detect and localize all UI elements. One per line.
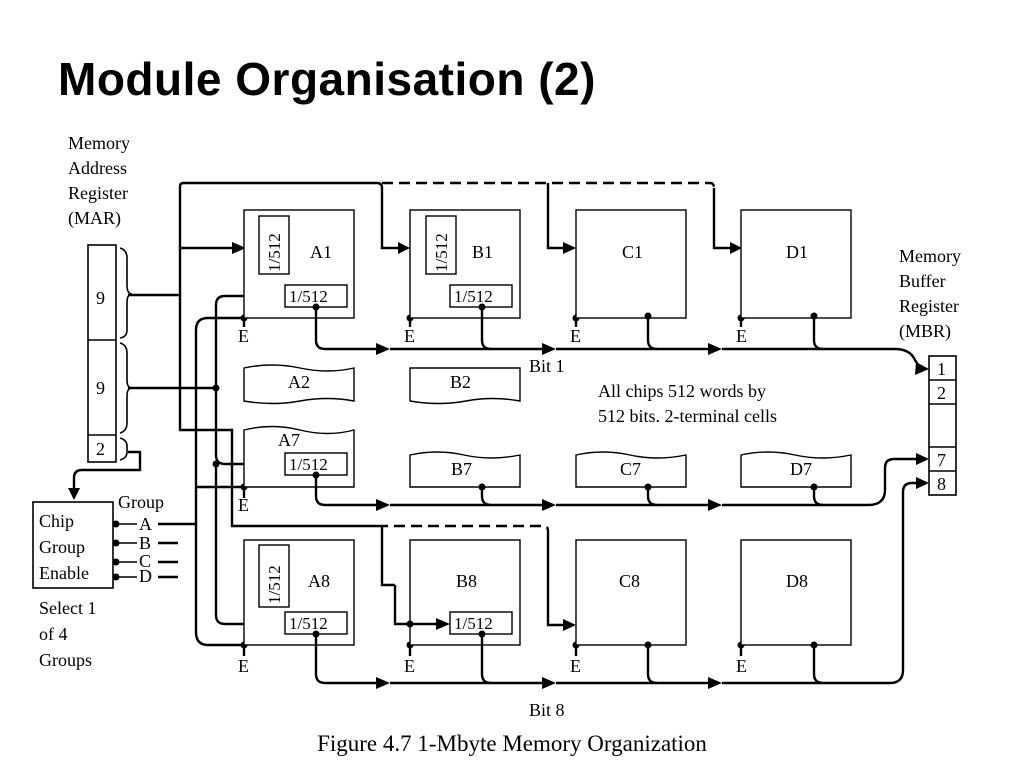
mar-field-group-bits: 2 — [96, 439, 105, 459]
chip-a2: A2 — [243, 364, 355, 405]
svg-text:E: E — [404, 656, 415, 676]
svg-text:1/512: 1/512 — [454, 614, 493, 633]
chip-c1: C1 — [575, 209, 687, 319]
svg-text:C1: C1 — [622, 242, 643, 262]
bit1-bus: Bit 1 — [312, 303, 929, 376]
svg-text:E: E — [238, 656, 249, 676]
mbr-bit-2: 2 — [937, 383, 946, 403]
chip-b7: B7 — [409, 451, 521, 488]
b8-decoder-input — [393, 585, 450, 630]
group-output-d: D — [139, 566, 152, 586]
svg-text:Register: Register — [68, 183, 128, 203]
svg-text:Select 1: Select 1 — [39, 598, 96, 618]
group-output-c: C — [139, 551, 151, 571]
group-label: Group — [118, 492, 164, 512]
chip-group-enable: Chip Group Enable Group A B C D Select 1… — [32, 450, 186, 670]
svg-text:A1: A1 — [310, 242, 332, 262]
mar-braces — [119, 247, 133, 461]
svg-text:B2: B2 — [450, 372, 471, 392]
mbr-bit-7: 7 — [937, 450, 946, 470]
chip-d7: D7 — [740, 451, 852, 488]
mbr-label: Memory Buffer Register (MBR) — [899, 246, 961, 342]
chip-b8: 1/512 B8 — [409, 539, 521, 646]
svg-text:All chips 512 words by: All chips 512 words by — [598, 381, 766, 401]
chip-b1: 1/512 1/512 B1 — [409, 209, 521, 319]
svg-text:E: E — [238, 495, 249, 515]
svg-text:1/512: 1/512 — [289, 455, 328, 474]
mbr-bit-8: 8 — [937, 474, 946, 494]
svg-text:Groups: Groups — [39, 650, 92, 670]
svg-text:Memory: Memory — [899, 246, 961, 266]
svg-text:B1: B1 — [472, 242, 493, 262]
svg-text:A2: A2 — [288, 372, 310, 392]
figure-caption: Figure 4.7 1-Mbyte Memory Organization — [317, 731, 707, 756]
chip-c8: C8 — [575, 539, 687, 646]
svg-text:Buffer: Buffer — [899, 271, 946, 291]
svg-text:B8: B8 — [456, 571, 477, 591]
bit8-bus: Bit 8 — [312, 477, 929, 720]
chip-a8: 1/512 1/512 A8 — [243, 539, 355, 646]
svg-text:E: E — [570, 656, 581, 676]
chip-a7: A7 1/512 — [243, 425, 355, 488]
svg-text:(MBR): (MBR) — [899, 321, 951, 342]
svg-text:512 bits. 2-terminal cells: 512 bits. 2-terminal cells — [598, 406, 777, 426]
enable-labels: E E E E E E E E E — [238, 326, 747, 676]
svg-text:D8: D8 — [786, 571, 808, 591]
svg-text:B7: B7 — [451, 459, 472, 479]
svg-text:1/512: 1/512 — [289, 614, 328, 633]
svg-text:Memory: Memory — [68, 133, 130, 153]
svg-text:1/512: 1/512 — [432, 233, 451, 272]
group-output-a: A — [139, 514, 152, 534]
chip-a1: 1/512 1/512 A1 — [243, 209, 355, 319]
mar-field-col-bits: 9 — [96, 378, 105, 398]
chip-note: All chips 512 words by 512 bits. 2-termi… — [598, 381, 777, 426]
svg-text:C7: C7 — [620, 459, 641, 479]
svg-text:C8: C8 — [619, 571, 640, 591]
chip-d8: D8 — [740, 539, 852, 646]
bit8-label: Bit 8 — [529, 700, 565, 720]
svg-text:1/512: 1/512 — [265, 233, 284, 272]
svg-text:(MAR): (MAR) — [68, 208, 121, 229]
memory-organization-diagram: Memory Address Register (MAR) 9 9 2 Memo… — [32, 133, 961, 720]
svg-text:1/512: 1/512 — [454, 287, 493, 306]
svg-text:Group: Group — [39, 537, 85, 557]
svg-text:1/512: 1/512 — [265, 565, 284, 604]
slide-title: Module Organisation (2) — [58, 53, 596, 105]
svg-text:Address: Address — [68, 158, 127, 178]
svg-text:E: E — [736, 326, 747, 346]
svg-text:D7: D7 — [790, 459, 812, 479]
mar-field-row-bits: 9 — [96, 288, 105, 308]
chip-d1: D1 — [740, 209, 852, 319]
svg-text:Register: Register — [899, 296, 959, 316]
row-address-bus — [128, 181, 742, 631]
bit7-bus — [312, 453, 929, 511]
svg-text:Enable: Enable — [39, 563, 89, 583]
svg-text:D1: D1 — [786, 242, 808, 262]
svg-text:of 4: of 4 — [39, 624, 68, 644]
mar-register: 9 9 2 — [87, 244, 117, 463]
svg-text:E: E — [570, 326, 581, 346]
svg-text:Chip: Chip — [39, 511, 74, 531]
bit1-label: Bit 1 — [529, 356, 565, 376]
svg-text:E: E — [736, 656, 747, 676]
group-output-b: B — [139, 533, 151, 553]
chip-c7: C7 — [575, 451, 687, 488]
mbr-bit-1: 1 — [937, 359, 946, 379]
svg-text:E: E — [238, 326, 249, 346]
svg-text:A8: A8 — [308, 571, 330, 591]
svg-text:1/512: 1/512 — [289, 287, 328, 306]
mbr-register: 1 2 7 8 — [928, 355, 957, 496]
mar-label: Memory Address Register (MAR) — [68, 133, 130, 229]
chip-b2: B2 — [409, 367, 521, 405]
svg-text:A7: A7 — [278, 430, 300, 450]
svg-text:E: E — [404, 326, 415, 346]
